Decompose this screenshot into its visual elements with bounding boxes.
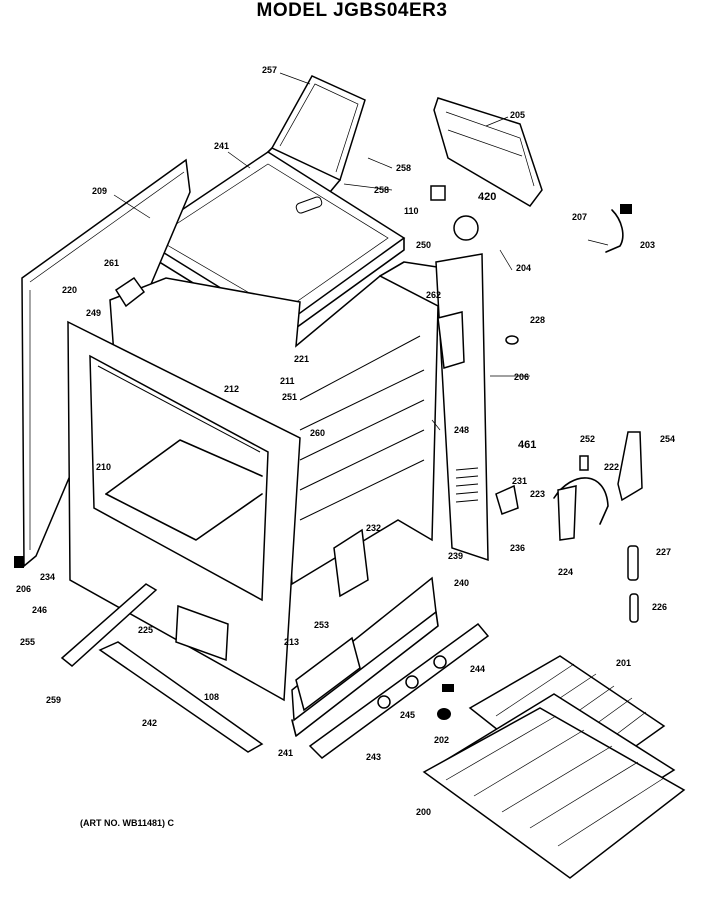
oven-rack xyxy=(422,707,686,879)
clip xyxy=(442,684,454,692)
pin xyxy=(505,335,519,345)
label-209: 209 xyxy=(92,186,107,196)
latch xyxy=(495,484,519,515)
label-231: 231 xyxy=(512,476,527,486)
label-240: 240 xyxy=(454,578,469,588)
label-258-a: 258 xyxy=(396,163,411,173)
label-252: 252 xyxy=(580,434,595,444)
label-250: 250 xyxy=(416,240,431,250)
mounting-bracket xyxy=(437,311,465,369)
label-261: 261 xyxy=(104,258,119,268)
label-205: 205 xyxy=(510,110,525,120)
label-253: 253 xyxy=(314,620,329,630)
label-108: 108 xyxy=(204,692,219,702)
label-225: 225 xyxy=(138,625,153,635)
label-245: 245 xyxy=(400,710,415,720)
label-224: 224 xyxy=(558,567,573,577)
label-246: 246 xyxy=(32,605,47,615)
part-labels: 257 205 241 258 258 110 420 209 207 203 … xyxy=(16,65,675,817)
label-203: 203 xyxy=(640,240,655,250)
label-227: 227 xyxy=(656,547,671,557)
label-251: 251 xyxy=(282,392,297,402)
label-201: 201 xyxy=(616,658,631,668)
label-244: 244 xyxy=(470,664,485,674)
label-241-top: 241 xyxy=(214,141,229,151)
bottom-rail xyxy=(60,583,264,753)
label-249: 249 xyxy=(86,308,101,318)
leg-leveler xyxy=(14,556,24,568)
label-239: 239 xyxy=(448,551,463,561)
orifice-hood xyxy=(114,276,146,308)
label-257: 257 xyxy=(262,65,277,75)
art-number: (ART NO. WB11481) C xyxy=(80,818,175,828)
label-248: 248 xyxy=(454,425,469,435)
label-211: 211 xyxy=(280,376,295,386)
label-202: 202 xyxy=(434,735,449,745)
label-213: 213 xyxy=(284,637,299,647)
label-254: 254 xyxy=(660,434,675,444)
label-223: 223 xyxy=(530,489,545,499)
label-461: 461 xyxy=(518,439,536,451)
vent-slots xyxy=(455,467,479,503)
label-258-b: 258 xyxy=(374,185,389,195)
label-232: 232 xyxy=(366,523,381,533)
knob-base xyxy=(437,708,451,720)
burner-box xyxy=(295,636,361,712)
ring-part xyxy=(453,215,479,241)
hinge-body xyxy=(557,485,577,541)
label-210: 210 xyxy=(96,462,111,472)
label-226: 226 xyxy=(652,602,667,612)
label-262: 262 xyxy=(426,290,441,300)
label-212: 212 xyxy=(224,384,239,394)
right-side-panel xyxy=(435,253,489,562)
baffle xyxy=(175,604,229,662)
label-234: 234 xyxy=(40,572,55,582)
leader-lines xyxy=(113,72,609,431)
cord-plug xyxy=(620,204,632,214)
label-110: 110 xyxy=(404,206,419,216)
label-207: 207 xyxy=(572,212,587,222)
hinge-arm xyxy=(617,431,643,502)
power-cord xyxy=(605,209,624,253)
label-222: 222 xyxy=(604,462,619,472)
label-241-bottom: 241 xyxy=(278,748,293,758)
label-260: 260 xyxy=(310,428,325,438)
label-255: 255 xyxy=(20,637,35,647)
label-242: 242 xyxy=(142,718,157,728)
label-243: 243 xyxy=(366,752,381,762)
label-200: 200 xyxy=(416,807,431,817)
label-206-left: 206 xyxy=(16,584,31,594)
page-title: MODEL JGBS04ER3 xyxy=(256,0,448,21)
label-206-right: 206 xyxy=(514,372,529,382)
burner-cover xyxy=(333,528,369,598)
spring-small xyxy=(629,593,639,623)
label-228: 228 xyxy=(530,315,545,325)
label-220: 220 xyxy=(62,285,77,295)
spring xyxy=(627,545,639,581)
label-204: 204 xyxy=(516,263,531,273)
label-221: 221 xyxy=(294,354,309,364)
label-236: 236 xyxy=(510,543,525,553)
backguard-trim xyxy=(433,97,543,207)
label-420: 420 xyxy=(478,191,496,203)
small-bracket xyxy=(430,185,446,201)
manifold-bar xyxy=(308,622,490,759)
switch xyxy=(579,455,589,471)
small-parts xyxy=(14,185,643,720)
label-259: 259 xyxy=(46,695,61,705)
